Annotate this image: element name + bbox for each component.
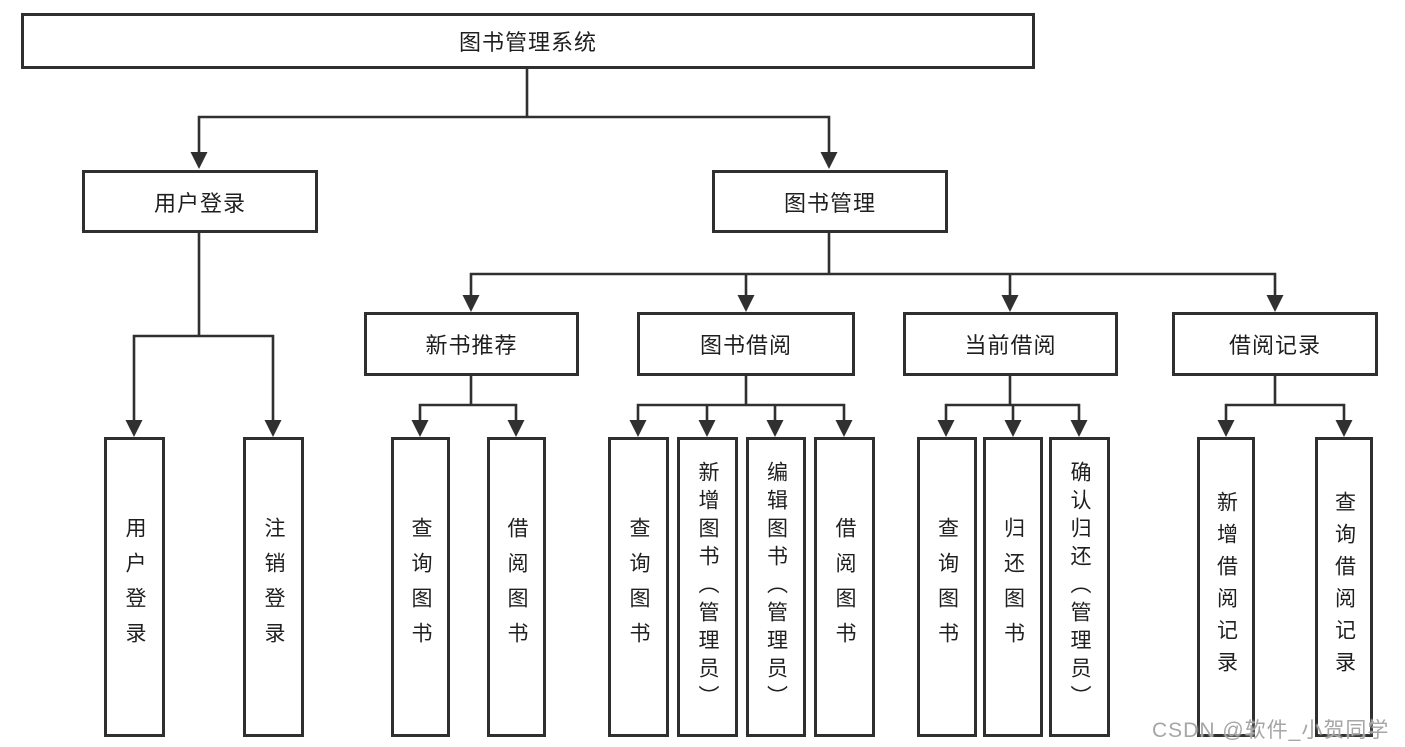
leaf-records-add-borrow-record: 新增借阅记录 bbox=[1197, 437, 1255, 737]
arrowhead bbox=[937, 420, 955, 437]
arrowhead bbox=[835, 420, 853, 437]
node-borrowing-records-label: 借阅记录 bbox=[1228, 333, 1321, 358]
node-current-borrowing: 当前借阅 bbox=[903, 312, 1118, 376]
leaf-borrowing-query-books: 查询图书 bbox=[608, 437, 669, 737]
node-new-book-recommend-label: 新书推荐 bbox=[425, 333, 518, 358]
leaf-recommend-query-books: 查询图书 bbox=[391, 437, 450, 737]
leaf-user-login: 用户登录 bbox=[104, 437, 165, 737]
leaf-records-query-borrow-record-label: 查询借阅记录 bbox=[1332, 491, 1356, 683]
arrowheads bbox=[125, 152, 1353, 437]
arrowhead bbox=[766, 420, 784, 437]
arrowhead bbox=[1335, 420, 1353, 437]
arrowhead bbox=[411, 420, 429, 437]
leaf-recommend-borrow-books-label: 借阅图书 bbox=[505, 517, 528, 657]
connector-recommend-branch bbox=[418, 374, 518, 424]
arrowhead bbox=[1070, 420, 1088, 437]
connector-book-management-branch bbox=[469, 231, 1277, 299]
leaf-logout-login-label: 注销登录 bbox=[262, 517, 285, 657]
connector-user-login-branch bbox=[132, 231, 275, 424]
arrowhead bbox=[1001, 295, 1019, 312]
leaf-borrowing-edit-books-admin: 编辑图书（管理员） bbox=[746, 437, 806, 737]
leaf-current-return-books: 归还图书 bbox=[983, 437, 1043, 737]
leaf-current-confirm-return-admin: 确认归还（管理员） bbox=[1049, 437, 1110, 737]
node-current-borrowing-label: 当前借阅 bbox=[964, 333, 1057, 358]
leaf-borrowing-borrow-books: 借阅图书 bbox=[814, 437, 875, 737]
leaf-current-query-books-label: 查询图书 bbox=[935, 517, 959, 657]
leaf-recommend-borrow-books: 借阅图书 bbox=[487, 437, 546, 737]
leaf-current-confirm-return-admin-label: 确认归还（管理员） bbox=[1068, 461, 1091, 713]
node-root-label: 图书管理系统 bbox=[458, 30, 597, 55]
leaf-user-login-label: 用户登录 bbox=[123, 517, 146, 657]
node-book-management: 图书管理 bbox=[712, 170, 948, 233]
leaf-borrowing-add-books-admin: 新增图书（管理员） bbox=[677, 437, 738, 737]
leaf-borrowing-add-books-admin-label: 新增图书（管理员） bbox=[696, 461, 719, 713]
leaf-borrowing-edit-books-admin-label: 编辑图书（管理员） bbox=[764, 461, 788, 713]
connector-current-branch bbox=[944, 374, 1081, 424]
arrowhead bbox=[1004, 420, 1022, 437]
leaf-logout-login: 注销登录 bbox=[243, 437, 304, 737]
node-book-borrowing-label: 图书借阅 bbox=[699, 333, 792, 358]
arrowhead bbox=[507, 420, 525, 437]
node-borrowing-records: 借阅记录 bbox=[1172, 312, 1378, 376]
node-root: 图书管理系统 bbox=[21, 13, 1035, 69]
arrowhead bbox=[1217, 420, 1235, 437]
leaf-records-query-borrow-record: 查询借阅记录 bbox=[1315, 437, 1373, 737]
leaf-borrowing-borrow-books-label: 借阅图书 bbox=[833, 517, 856, 657]
node-book-borrowing: 图书借阅 bbox=[637, 312, 855, 376]
arrowhead bbox=[190, 152, 208, 169]
arrowhead bbox=[820, 152, 838, 169]
node-book-management-label: 图书管理 bbox=[783, 190, 876, 216]
leaf-current-return-books-label: 归还图书 bbox=[1001, 517, 1025, 657]
connector-root-trunk bbox=[197, 66, 831, 156]
connector-borrowing-branch bbox=[636, 374, 846, 424]
node-user-login: 用户登录 bbox=[82, 170, 318, 233]
arrowhead bbox=[737, 295, 755, 312]
connector-records-branch bbox=[1224, 374, 1346, 424]
arrowhead bbox=[629, 420, 647, 437]
leaf-records-add-borrow-record-label: 新增借阅记录 bbox=[1214, 491, 1238, 683]
arrowhead bbox=[698, 420, 716, 437]
leaf-recommend-query-books-label: 查询图书 bbox=[409, 517, 432, 657]
leaf-borrowing-query-books-label: 查询图书 bbox=[627, 517, 650, 657]
node-new-book-recommend: 新书推荐 bbox=[364, 312, 579, 376]
arrowhead bbox=[125, 420, 143, 437]
arrowhead bbox=[1266, 295, 1284, 312]
arrowhead bbox=[264, 420, 282, 437]
arrowhead bbox=[462, 295, 480, 312]
node-user-login-label: 用户登录 bbox=[153, 190, 246, 216]
leaf-current-query-books: 查询图书 bbox=[917, 437, 977, 737]
watermark-text: CSDN @软件_小贺同学 bbox=[1152, 719, 1390, 742]
